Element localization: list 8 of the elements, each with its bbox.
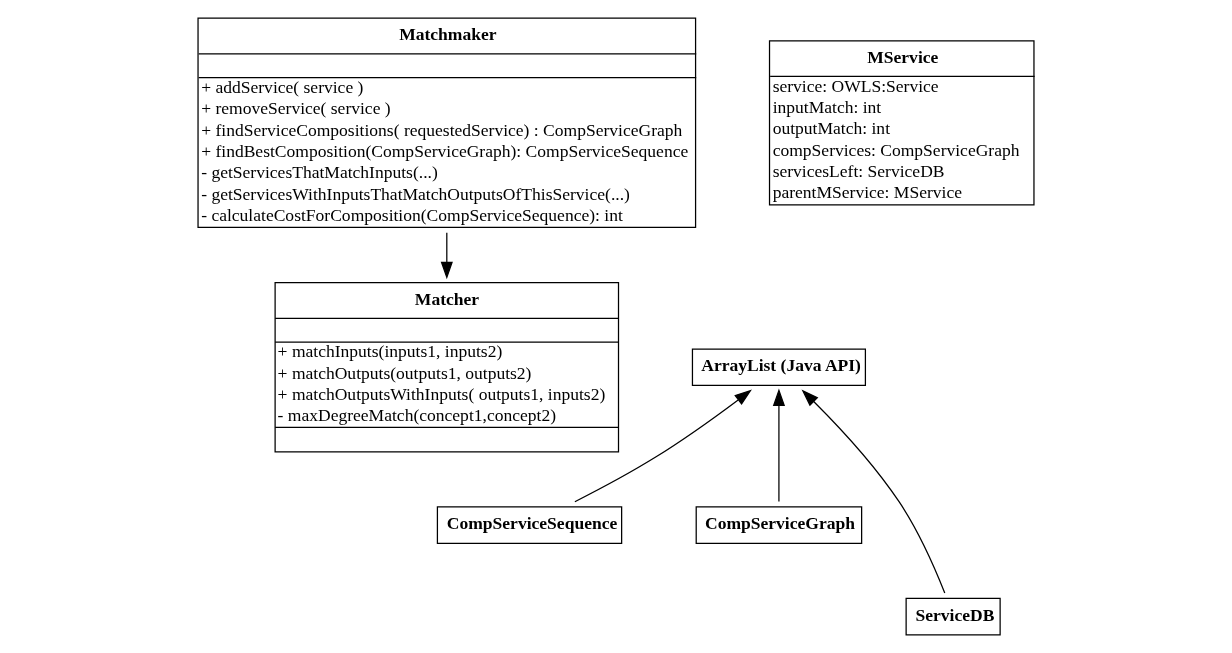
node-box: CompServiceGraph: [695, 506, 863, 544]
arrow: [440, 232, 453, 280]
node-box: ArrayList (Java API): [691, 348, 867, 387]
node-box: CompServiceSequence: [436, 506, 623, 544]
arrow: [772, 388, 786, 503]
node-box: ServiceDB: [905, 597, 1001, 636]
arrow: [574, 389, 752, 503]
arrow: [801, 389, 946, 594]
